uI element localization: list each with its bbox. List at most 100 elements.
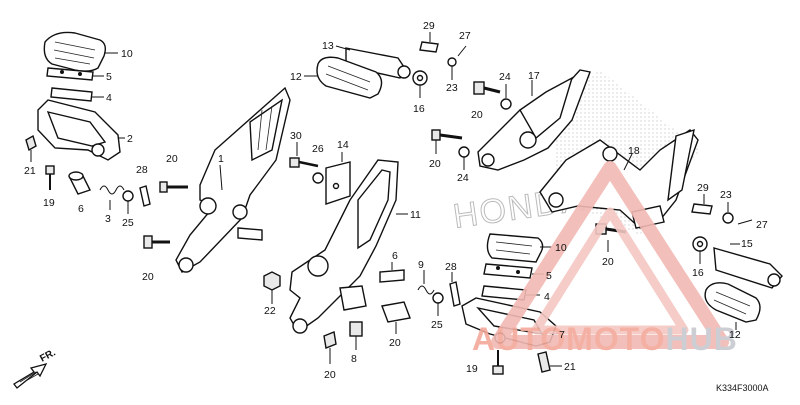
callout-19: 19: [43, 197, 55, 209]
callout-14: 14: [337, 139, 349, 151]
bolt-20b: [143, 235, 170, 249]
diagram-code: K334F3000A: [716, 383, 769, 393]
callout-11: 11: [410, 209, 421, 221]
washer-16-right: [692, 236, 708, 264]
bolt-20a: [159, 181, 188, 193]
callout-15: 15: [741, 238, 753, 250]
callout-30: 30: [290, 130, 302, 142]
callout-28: 28: [445, 261, 457, 273]
callout-20: 20: [389, 337, 401, 349]
step-plate-left: [46, 67, 104, 81]
callout-19: 19: [466, 363, 478, 375]
washer-16-upper: [412, 70, 428, 98]
step-plate-right: [483, 263, 544, 279]
bolt-20f: [381, 301, 411, 334]
bolt-30: [289, 142, 319, 168]
callout-24: 24: [499, 71, 511, 83]
callout-8: 8: [351, 353, 357, 365]
washer-24-upper: [500, 84, 512, 110]
bolt-21-right: [537, 351, 562, 373]
bolt-20d: [323, 331, 337, 364]
callout-24: 24: [457, 172, 469, 184]
callout-20: 20: [324, 369, 336, 381]
callout-28: 28: [136, 164, 148, 176]
callout-3: 3: [105, 213, 111, 225]
washer-25-center: [432, 292, 444, 316]
callout-16: 16: [692, 267, 704, 279]
callout-18: 18: [628, 145, 640, 157]
callout-23: 23: [720, 189, 732, 201]
callout-13: 13: [322, 40, 334, 52]
nut-22: [263, 271, 281, 304]
cotter-28-center: [449, 272, 461, 307]
washer-25-left: [122, 190, 134, 214]
step-bracket-17: [477, 69, 591, 171]
clip-27-right: [737, 219, 753, 225]
callout-12: 12: [290, 71, 302, 83]
callout-23: 23: [446, 82, 458, 94]
callout-12: 12: [729, 329, 741, 341]
pin-29-upper: [419, 32, 439, 53]
step-bracket-1: [175, 86, 291, 273]
callout-9: 9: [418, 259, 424, 271]
bolt-21-left: [25, 134, 37, 162]
callout-7: 7: [559, 329, 565, 341]
direction-label: FR.: [38, 347, 58, 364]
callout-6: 6: [78, 203, 84, 215]
pad-14: [325, 152, 351, 205]
callout-27: 27: [756, 219, 768, 231]
callout-10: 10: [555, 242, 567, 254]
bolt-20c: [473, 81, 501, 95]
callout-16: 16: [413, 103, 425, 115]
watermark-triangle-inner: [531, 207, 689, 335]
callout-27: 27: [459, 30, 471, 42]
watermark-text: AUTOMOTOHUB: [472, 321, 738, 357]
callout-22: 22: [264, 305, 276, 317]
callout-20: 20: [602, 256, 614, 268]
callout-20: 20: [166, 153, 178, 165]
cotter-28-left: [139, 185, 151, 207]
watermark: AUTOMOTOHUB: [472, 161, 738, 357]
callout-5: 5: [546, 270, 552, 282]
bolt-20e: [431, 129, 463, 154]
washer-23-right: [722, 202, 734, 224]
watermark-part-moto: MOTO: [566, 321, 665, 357]
callout-20: 20: [429, 158, 441, 170]
callout-29: 29: [697, 182, 709, 194]
watermark-part-auto: AUTO: [472, 321, 566, 357]
watermark-triangle-outer: [491, 161, 729, 349]
step-peg-12-right: [704, 282, 761, 330]
callout-26: 26: [312, 143, 324, 155]
callout-2: 2: [127, 133, 133, 145]
step-rubber-left: [43, 31, 118, 72]
callout-25: 25: [122, 217, 134, 229]
callout-20: 20: [471, 109, 483, 121]
watermark-part-hub: HUB: [665, 321, 737, 357]
bolt-19-right: [492, 350, 504, 375]
bolt-8: [349, 321, 363, 350]
callout-25: 25: [431, 319, 443, 331]
callout-4: 4: [106, 92, 112, 104]
callout-29: 29: [423, 20, 435, 32]
step-bracket-11: [289, 159, 408, 334]
callout-21: 21: [24, 165, 36, 177]
pin-29-right: [691, 194, 713, 215]
step-bar-left: [37, 99, 125, 161]
callout-17: 17: [528, 70, 540, 82]
washer-23-upper: [447, 57, 457, 80]
callout-10: 10: [121, 48, 133, 60]
pin-6-center: [379, 262, 405, 283]
step-shaft-15: [713, 243, 783, 289]
clip-27-upper: [457, 45, 467, 57]
callout-5: 5: [106, 71, 112, 83]
callout-20: 20: [142, 271, 154, 283]
callout-numbers: 10 5 4 2 21 19 6 3 25 28 20 1 20 13 12 2…: [24, 20, 768, 381]
step-washer-left: [50, 87, 104, 102]
washer-24-lower: [458, 146, 470, 170]
callout-6: 6: [392, 250, 398, 262]
bolt-19-left: [45, 165, 55, 190]
step-rubber-right: [486, 233, 552, 263]
step-peg-12: [304, 56, 383, 99]
